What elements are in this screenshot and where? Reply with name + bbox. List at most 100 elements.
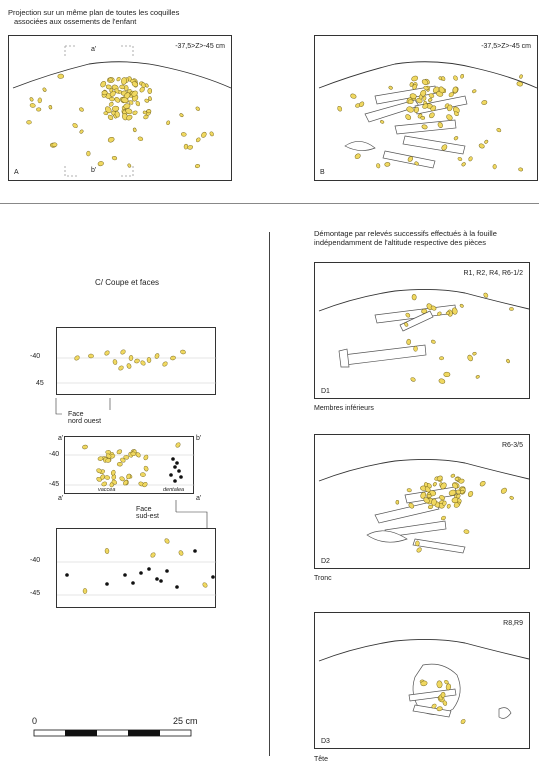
shell	[439, 356, 445, 361]
panel-a-label: A	[14, 169, 19, 176]
dentalium-dot	[159, 579, 163, 583]
shell	[405, 114, 412, 121]
face-mid-shell	[119, 476, 125, 482]
shell	[459, 304, 464, 308]
shell	[468, 156, 473, 162]
panel-a-range: -37,5>Z>-45 cm	[175, 43, 225, 50]
face-nw-tick-2: 45	[36, 380, 44, 387]
shell	[123, 103, 131, 109]
shell	[481, 100, 488, 105]
dentalium-dot	[169, 473, 173, 477]
panel-b-drawing	[318, 61, 538, 172]
panel-d3-label: D3	[321, 738, 330, 745]
panel-d2-caption: Tronc	[314, 575, 332, 582]
shell	[350, 93, 357, 99]
shell	[359, 101, 365, 107]
shell	[440, 691, 446, 698]
shell	[437, 121, 443, 128]
face-nw-shell	[128, 355, 134, 361]
shell	[452, 86, 458, 94]
shell	[125, 108, 133, 115]
face-mid-shell	[140, 472, 146, 477]
shell	[48, 105, 53, 110]
shell	[109, 96, 115, 102]
face-se-tick-2: -45	[30, 590, 41, 597]
shell	[144, 83, 149, 88]
face-nw-shell	[140, 360, 146, 366]
panel-d2: R6-3/5 D2	[314, 434, 530, 569]
shell	[439, 495, 445, 501]
shell	[431, 703, 437, 709]
shell	[131, 81, 139, 87]
face-se-line1: Face	[136, 506, 152, 513]
shell	[121, 77, 127, 85]
face-nw-shell	[170, 355, 176, 361]
face-mid-shell	[135, 452, 141, 458]
face-se-shell	[104, 548, 110, 554]
dentalium-dot	[171, 457, 175, 461]
shell	[209, 131, 214, 137]
shell	[411, 294, 417, 301]
shell	[413, 345, 418, 352]
shell	[132, 127, 137, 133]
shell	[516, 81, 523, 87]
panel-d3-drawing	[318, 638, 530, 725]
shell	[105, 84, 112, 90]
shell	[436, 475, 443, 482]
shell	[57, 73, 64, 79]
shell	[472, 351, 477, 356]
face-se-tick-1: -40	[30, 557, 41, 564]
shell	[448, 489, 457, 496]
shell	[452, 482, 459, 489]
shell	[438, 86, 445, 94]
shell	[72, 123, 78, 129]
face-nw-shell	[154, 353, 160, 359]
dentalium-dot	[131, 581, 135, 585]
face-mid-shell	[105, 458, 112, 463]
shell	[460, 74, 465, 79]
panel-b: -37,5>Z>-45 cm B	[314, 35, 538, 181]
shell	[418, 94, 423, 100]
face-mid-drawing	[65, 442, 195, 488]
shell	[406, 106, 414, 113]
face-nw-shell	[134, 358, 140, 364]
shell	[407, 156, 413, 162]
panel-d1-drawing	[318, 288, 530, 384]
shell	[436, 680, 443, 689]
dentalium-dot	[165, 569, 169, 573]
shell	[443, 371, 451, 378]
shell	[453, 75, 458, 81]
shell	[454, 477, 460, 481]
shell	[108, 77, 113, 82]
face-mid-shell	[111, 479, 118, 485]
dentalium-dot	[147, 567, 151, 571]
face-mid-a-bottom: a'	[58, 495, 64, 502]
shell	[467, 354, 473, 362]
shell	[500, 487, 507, 494]
shell	[42, 87, 47, 92]
right-title-line2: indépendamment de l'altitude respective …	[314, 238, 486, 247]
shell	[111, 105, 120, 112]
dentalium-dot	[173, 465, 177, 469]
shell	[29, 97, 34, 102]
face-mid-shell	[110, 469, 116, 476]
top-title-line1: Projection sur un même plan de toutes le…	[8, 8, 180, 17]
shell	[436, 706, 443, 712]
shell	[412, 84, 417, 90]
shell	[384, 162, 391, 167]
dentalium-dot	[175, 461, 179, 465]
shell	[395, 499, 400, 505]
shell	[453, 111, 459, 116]
shell	[420, 680, 428, 687]
shell	[404, 322, 409, 327]
shell	[424, 486, 431, 493]
shell	[420, 116, 425, 120]
shell	[407, 99, 414, 104]
panel-d2-range: R6-3/5	[501, 442, 523, 449]
face-mid-shell	[97, 456, 104, 461]
face-se-shell	[82, 588, 88, 594]
shell	[37, 97, 42, 104]
shell	[438, 378, 446, 384]
face-nw-shell	[126, 363, 132, 369]
face-mid-left-word: vaccea	[98, 487, 116, 493]
